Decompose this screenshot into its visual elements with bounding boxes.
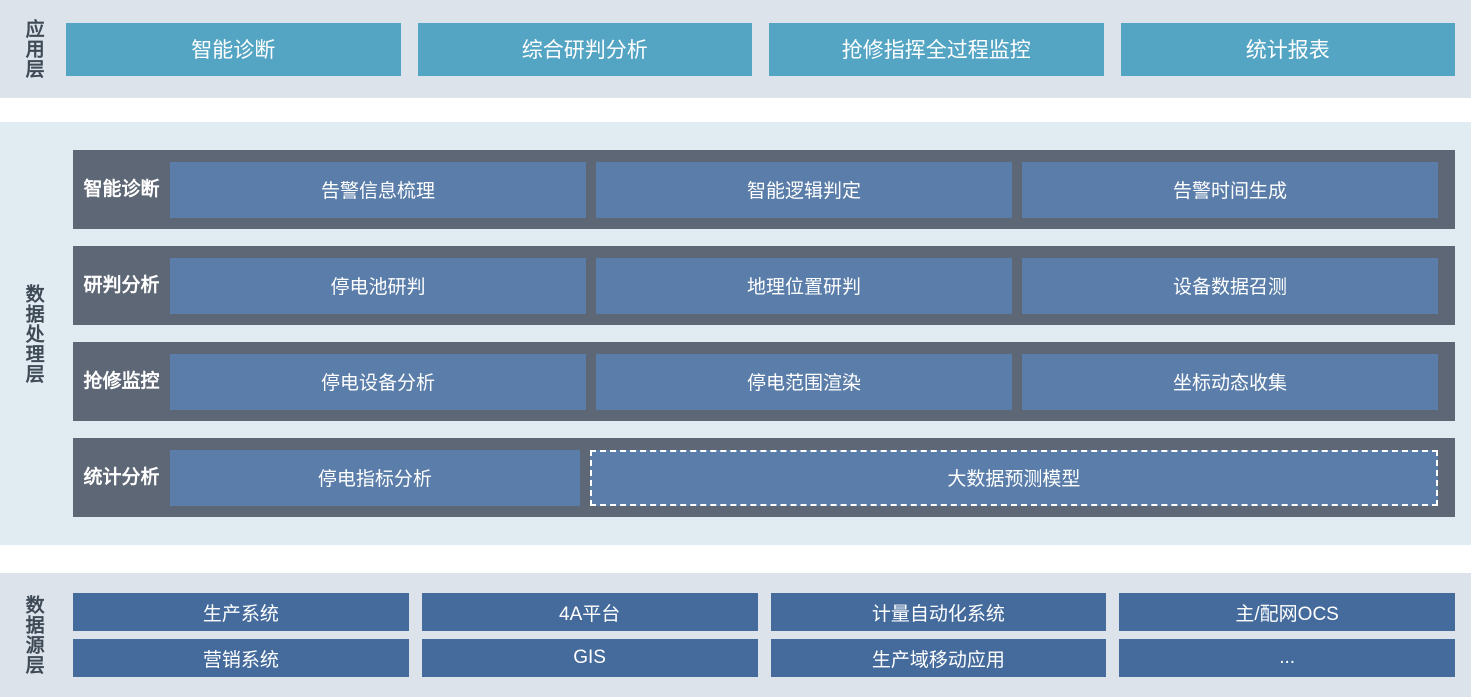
divider-processing-source bbox=[0, 545, 1471, 573]
proc-cell-outage-device-analysis[interactable]: 停电设备分析 bbox=[170, 353, 586, 410]
proc-cell-alarm-info-sorting[interactable]: 告警信息梳理 bbox=[170, 161, 586, 218]
src-cell-4a-platform[interactable]: 4A平台 bbox=[421, 593, 758, 631]
data-source-row-1: 生产系统 4A平台 计量自动化系统 主/配网OCS bbox=[73, 593, 1455, 631]
proc-row-statistical-analysis: 统计分析 停电指标分析 大数据预测模型 bbox=[73, 438, 1455, 517]
app-tab-statistical-report[interactable]: 统计报表 bbox=[1120, 22, 1455, 76]
app-tab-intelligent-diagnosis[interactable]: 智能诊断 bbox=[66, 22, 401, 76]
proc-cells-repair-monitoring: 停电设备分析 停电范围渲染 坐标动态收集 bbox=[170, 353, 1438, 410]
data-source-layer-label: 数据源层 bbox=[22, 595, 44, 675]
proc-row-intelligent-diagnosis: 智能诊断 告警信息梳理 智能逻辑判定 告警时间生成 bbox=[73, 150, 1455, 229]
proc-cell-intelligent-logic-judgement[interactable]: 智能逻辑判定 bbox=[596, 161, 1012, 218]
proc-row-label-repair-monitoring: 抢修监控 bbox=[83, 370, 160, 392]
application-layer: 应用层 智能诊断 综合研判分析 抢修指挥全过程监控 统计报表 bbox=[0, 0, 1471, 98]
proc-cells-judgement-analysis: 停电池研判 地理位置研判 设备数据召测 bbox=[170, 257, 1438, 314]
divider-application-processing bbox=[0, 98, 1471, 122]
proc-cell-outage-range-rendering[interactable]: 停电范围渲染 bbox=[596, 353, 1012, 410]
proc-cell-outage-pool-judgement[interactable]: 停电池研判 bbox=[170, 257, 586, 314]
proc-cell-geolocation-judgement[interactable]: 地理位置研判 bbox=[596, 257, 1012, 314]
data-processing-rows: 智能诊断 告警信息梳理 智能逻辑判定 告警时间生成 研判分析 停电池研判 地理位… bbox=[66, 122, 1471, 545]
proc-row-label-intelligent-diagnosis: 智能诊断 bbox=[83, 178, 160, 200]
proc-cell-alarm-time-generation[interactable]: 告警时间生成 bbox=[1022, 161, 1438, 218]
src-cell-production-system[interactable]: 生产系统 bbox=[73, 593, 409, 631]
data-source-grid: 生产系统 4A平台 计量自动化系统 主/配网OCS 营销系统 GIS 生产域移动… bbox=[66, 573, 1471, 697]
proc-cells-statistical-analysis: 停电指标分析 大数据预测模型 bbox=[170, 449, 1438, 506]
proc-cell-coordinate-dynamic-collection[interactable]: 坐标动态收集 bbox=[1022, 353, 1438, 410]
proc-row-repair-monitoring: 抢修监控 停电设备分析 停电范围渲染 坐标动态收集 bbox=[73, 342, 1455, 421]
proc-row-label-statistical-analysis: 统计分析 bbox=[83, 466, 160, 488]
proc-cell-big-data-prediction-model[interactable]: 大数据预测模型 bbox=[589, 449, 1438, 506]
proc-row-judgement-analysis: 研判分析 停电池研判 地理位置研判 设备数据召测 bbox=[73, 246, 1455, 325]
src-cell-gis[interactable]: GIS bbox=[421, 639, 758, 677]
data-processing-layer-label: 数据处理层 bbox=[22, 283, 44, 384]
application-layer-label: 应用层 bbox=[22, 19, 44, 79]
data-processing-layer: 数据处理层 智能诊断 告警信息梳理 智能逻辑判定 告警时间生成 研判分析 停电池… bbox=[0, 122, 1471, 545]
proc-cell-device-data-telemetry[interactable]: 设备数据召测 bbox=[1022, 257, 1438, 314]
app-tab-comprehensive-analysis[interactable]: 综合研判分析 bbox=[417, 22, 752, 76]
src-cell-marketing-system[interactable]: 营销系统 bbox=[73, 639, 409, 677]
application-layer-tabs: 智能诊断 综合研判分析 抢修指挥全过程监控 统计报表 bbox=[66, 0, 1471, 98]
data-source-layer: 数据源层 生产系统 4A平台 计量自动化系统 主/配网OCS 营销系统 GIS … bbox=[0, 573, 1471, 697]
proc-row-label-judgement-analysis: 研判分析 bbox=[83, 274, 160, 296]
src-cell-metering-automation-system[interactable]: 计量自动化系统 bbox=[770, 593, 1107, 631]
src-cell-production-mobile-app[interactable]: 生产域移动应用 bbox=[770, 639, 1107, 677]
proc-cells-intelligent-diagnosis: 告警信息梳理 智能逻辑判定 告警时间生成 bbox=[170, 161, 1438, 218]
app-tab-repair-monitoring[interactable]: 抢修指挥全过程监控 bbox=[769, 22, 1104, 76]
src-cell-main-distribution-ocs[interactable]: 主/配网OCS bbox=[1119, 593, 1455, 631]
src-cell-more[interactable]: ... bbox=[1119, 639, 1455, 677]
proc-cell-outage-index-analysis[interactable]: 停电指标分析 bbox=[170, 449, 580, 506]
data-source-row-2: 营销系统 GIS 生产域移动应用 ... bbox=[73, 639, 1455, 677]
